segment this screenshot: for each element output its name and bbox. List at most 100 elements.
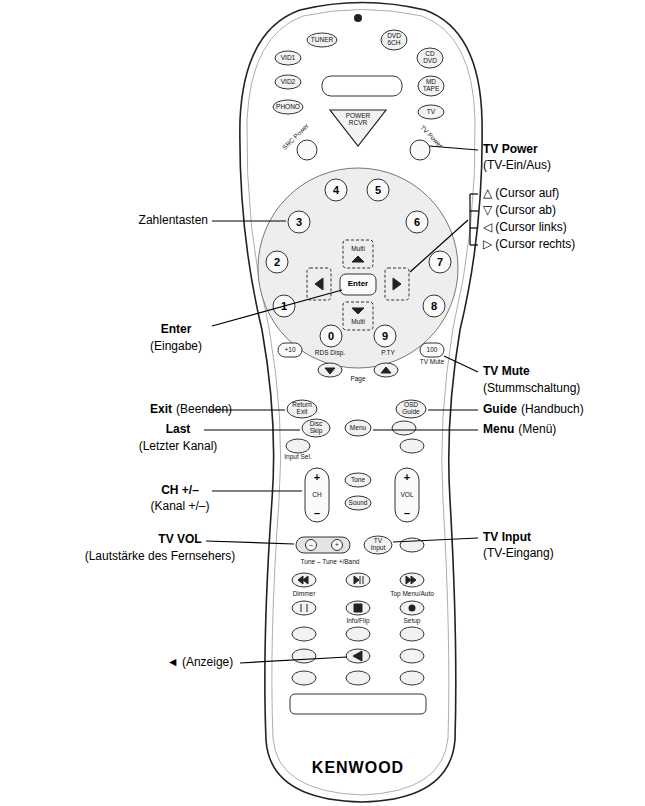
round-button [374, 325, 396, 347]
callout-label: Last [166, 423, 191, 437]
button-number: – [404, 507, 410, 520]
button [307, 33, 337, 47]
button [400, 649, 424, 663]
button-label: Setup [404, 618, 421, 625]
button-number: + [314, 471, 320, 484]
callout-label: (Menü) [518, 423, 556, 437]
button-label: P.TY [381, 350, 395, 357]
round-button [297, 140, 317, 160]
button-symbol [315, 278, 323, 290]
button [292, 671, 316, 685]
callout-label: (Eingabe) [150, 340, 202, 354]
button-label: TV Mute [420, 359, 445, 366]
button-label: TUNER [311, 37, 333, 44]
button-symbol [298, 576, 308, 584]
button-label: Disc Skip [305, 421, 327, 435]
button [292, 627, 316, 641]
rect-button [322, 76, 402, 96]
button [292, 601, 316, 615]
round-button [320, 325, 342, 347]
button-label: CH [312, 492, 321, 499]
button-label: Sound [349, 500, 368, 507]
rect-button [343, 302, 373, 330]
callout-label: ◄ (Anzeige) [167, 656, 234, 670]
button-number: 5 [375, 184, 381, 197]
round-button [423, 295, 445, 317]
button [273, 100, 303, 114]
button-label: VID1 [281, 55, 295, 62]
button-label: VOL [400, 492, 413, 499]
leader-line [470, 227, 478, 228]
button-label: – [309, 542, 313, 549]
dial-ring [258, 168, 458, 368]
leader-line [212, 220, 286, 221]
button-label: Menu [350, 425, 366, 432]
button-symbol [353, 651, 362, 661]
callout-label: TV Mute [483, 365, 530, 379]
callout-label: Menu [483, 423, 514, 437]
button [381, 30, 407, 50]
round-button [288, 211, 310, 233]
button [396, 400, 426, 418]
brand-logo: KENWOOD [312, 759, 404, 777]
rect-button [307, 268, 331, 300]
button-number: 0 [328, 330, 334, 343]
button-number: 7 [437, 256, 443, 269]
button [417, 48, 443, 68]
callout-label: ▽ (Cursor ab) [483, 204, 556, 218]
button [400, 627, 424, 641]
round-button [332, 540, 343, 551]
button-number: + [404, 471, 410, 484]
button-number: 6 [414, 216, 420, 229]
callout-label: (Letzter Kanal) [139, 440, 218, 454]
button-symbol [330, 110, 386, 146]
button-label: TV Input [367, 538, 389, 552]
button-number: 2 [274, 256, 280, 269]
callout-label: (Kanal +/–) [150, 500, 209, 514]
callout-label: Exit [150, 403, 172, 417]
button [392, 421, 416, 435]
button [345, 420, 371, 436]
leader-line [444, 356, 478, 372]
button [346, 627, 370, 641]
button-label: Multi [351, 246, 365, 253]
button-label: + [335, 542, 339, 549]
button [418, 105, 444, 119]
callout-label: (Beenden) [176, 403, 232, 417]
leader-line [212, 290, 342, 326]
button [346, 649, 370, 663]
button-label: VID2 [281, 79, 295, 86]
callout-label: Guide [483, 403, 517, 417]
button-number: – [314, 507, 320, 520]
button-label: Info/Flip [346, 618, 369, 625]
button-symbol [352, 308, 364, 314]
button [418, 76, 444, 96]
round-button [429, 251, 451, 273]
button-symbol [393, 278, 401, 290]
round-button [273, 295, 295, 317]
button-symbol [381, 367, 391, 373]
button-label: Page [350, 376, 365, 383]
button [292, 649, 316, 663]
button [346, 573, 370, 587]
button-label: +10 [284, 347, 295, 354]
button [400, 601, 424, 615]
button [400, 538, 424, 552]
rect-button [395, 468, 419, 522]
leader-line [240, 657, 347, 663]
tv-vol-rocker [296, 537, 350, 553]
button-number: 4 [333, 184, 339, 197]
callout-label: TV VOL [158, 533, 201, 547]
rect-button [278, 343, 302, 357]
button-label: Dimmer [293, 591, 316, 598]
ir-window [354, 14, 362, 22]
button [345, 496, 371, 510]
button-label: Multi [351, 319, 365, 326]
callout-label: (Lautstärke des Fernsehers) [85, 550, 236, 564]
callout-label: △ (Cursor auf) [483, 187, 559, 201]
button [374, 363, 398, 377]
callout-label: (TV-Ein/Aus) [483, 159, 551, 173]
button-label: Tone [351, 477, 365, 484]
round-button [325, 179, 347, 201]
